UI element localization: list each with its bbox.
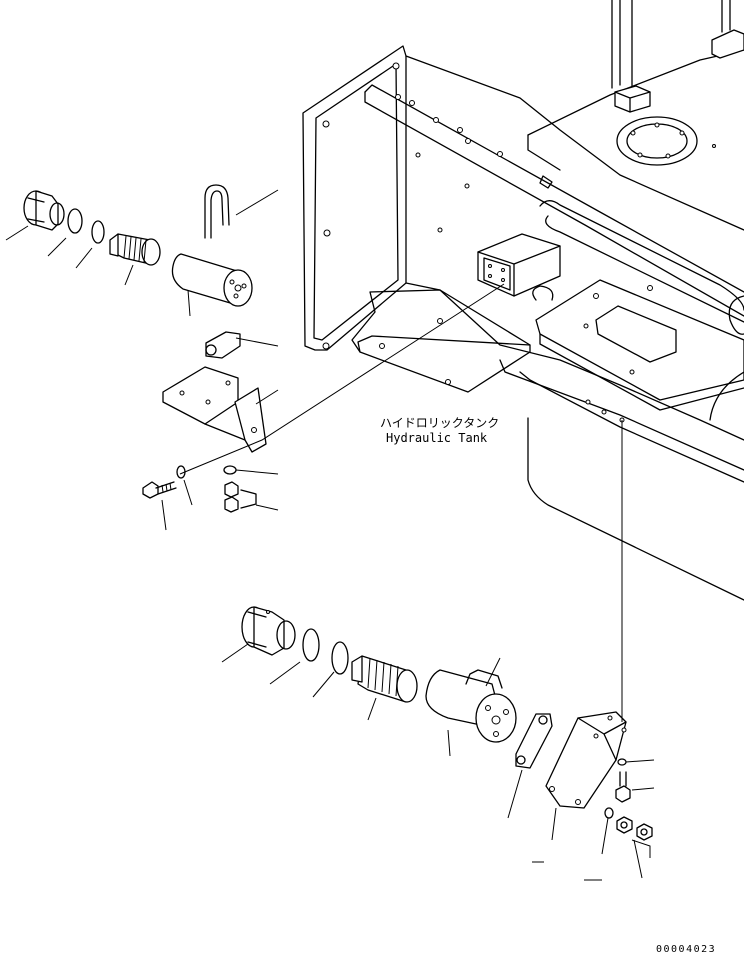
lower-spring-washer [604,807,614,819]
main-frame [302,45,744,483]
lower-nut-2 [636,823,653,841]
upper-o-ring-2 [91,220,105,244]
tank-label-japanese: ハイドロリックタンク [380,416,499,430]
hydraulic-tank [527,0,744,601]
lower-strap-clamp [515,713,553,769]
upper-mount-bracket [162,366,267,453]
upper-leader-lines [5,189,505,531]
relay-box [477,233,561,297]
upper-saddle-clamp [205,331,241,359]
lower-o-ring-2 [331,641,349,675]
upper-u-bolt [204,184,230,239]
lower-leader-lines [221,420,655,881]
upper-filter-head [23,190,65,231]
lower-filter-element [351,655,418,703]
upper-nut-1 [224,481,239,498]
upper-o-ring-1 [67,208,83,234]
lower-mount-bracket [545,711,627,809]
upper-filter-case [171,253,253,307]
lower-nut-1 [616,816,633,834]
upper-bolt [142,481,159,499]
upper-spring-washer [223,465,237,475]
lower-filter-case [425,669,517,743]
lower-filter-head [241,606,296,656]
upper-filter-element [109,233,161,266]
upper-filter-assembly [23,184,267,513]
drawing-code: 00004023 [656,944,716,955]
lower-o-ring-1 [302,628,320,662]
lower-washer [617,758,627,766]
lower-bolt [615,785,631,803]
lower-filter-assembly [241,606,653,841]
upper-nut-2 [224,496,239,513]
tank-label-english: Hydraulic Tank [386,431,488,445]
